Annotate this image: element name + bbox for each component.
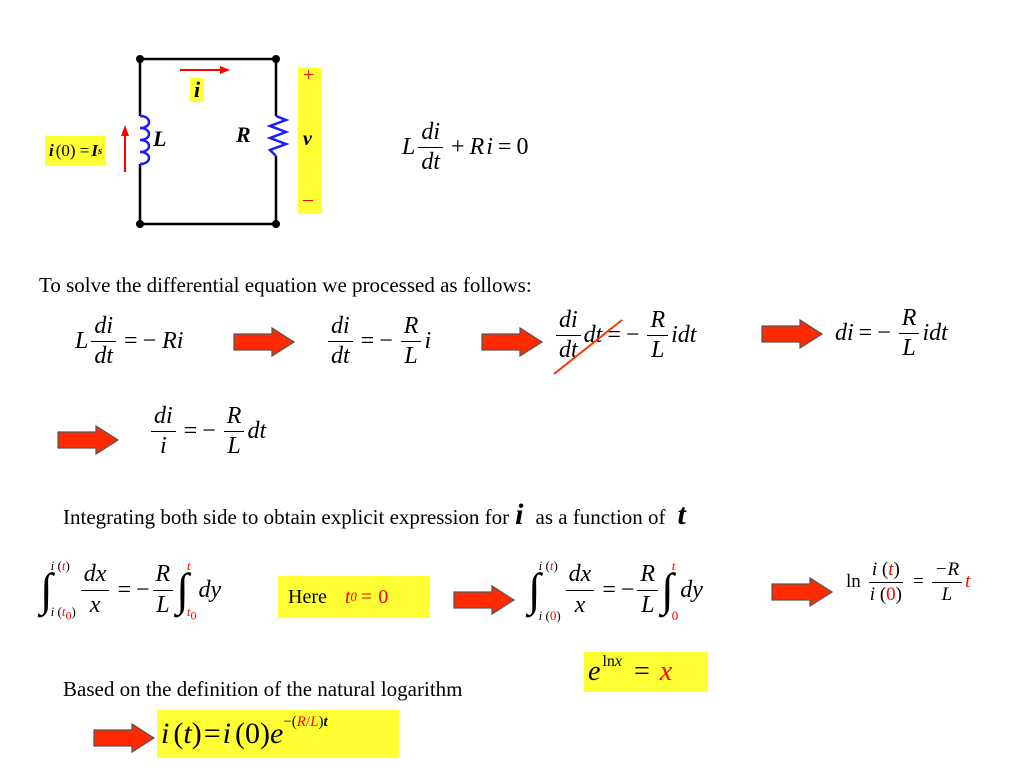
current-label: i (190, 78, 205, 102)
voltage-plus: + (303, 64, 315, 86)
integrating-text: Integrating both side to obtain explicit… (63, 498, 686, 531)
inductor-label: L (153, 126, 167, 151)
intro-text: To solve the differential equation we pr… (39, 273, 532, 297)
exp-identity-box: e lnx = x (584, 652, 708, 692)
circuit-wires (121, 55, 290, 228)
arrow-6 (771, 576, 834, 608)
arrow-2 (481, 326, 544, 358)
voltage-box: + v – (298, 64, 322, 214)
final-solution-box: i (t) = i (0) e −(R/L)t (157, 710, 399, 758)
arrow-1 (233, 326, 296, 358)
resistor-zigzag (266, 114, 290, 157)
arrow-4 (57, 424, 120, 456)
definition-text: Based on the definition of the natural l… (63, 677, 463, 701)
circuit-diagram: i L R + v – i (0) = I s (40, 50, 340, 240)
cancel-strike (553, 319, 623, 375)
inductor-coil (139, 114, 151, 166)
arrow-3 (761, 318, 824, 350)
voltage-label: v (303, 128, 312, 150)
resistor-label: R (236, 122, 251, 147)
arrow-7 (93, 722, 156, 754)
voltage-minus: – (303, 188, 313, 210)
initial-condition-box: i (0) = I s (45, 136, 107, 166)
arrow-5 (453, 584, 516, 616)
